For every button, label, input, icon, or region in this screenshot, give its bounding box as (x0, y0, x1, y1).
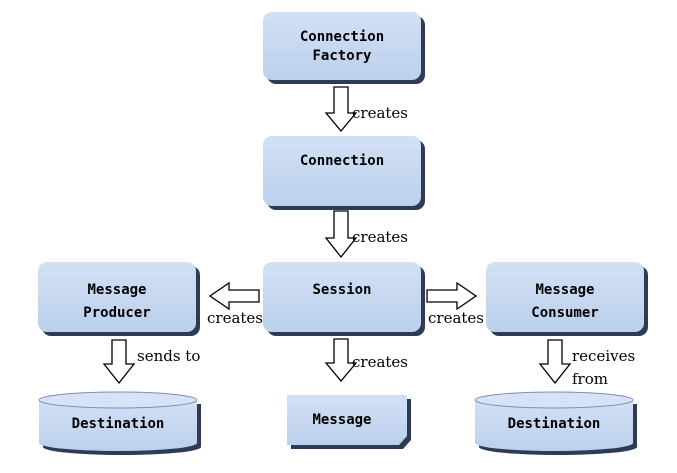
edge-label-session-to-consumer: creates (428, 309, 484, 327)
edge-label-consumer-to-destination-line2: from (572, 370, 608, 388)
edge-label-session-to-message: creates (352, 353, 408, 371)
connection-factory-box: Connection Factory (263, 12, 425, 84)
edge-label-producer-to-destination: sends to (137, 347, 200, 365)
connection-label: Connection (300, 153, 384, 169)
message-producer-box: Message Producer (38, 262, 200, 336)
arrow-session-to-consumer (426, 281, 478, 311)
message-consumer-box: Message Consumer (486, 262, 648, 336)
message-producer-line1: Message (87, 282, 146, 298)
session-label: Session (312, 282, 371, 298)
arrow-consumer-to-destination (538, 339, 572, 385)
destination-right-cylinder: Destination (474, 391, 637, 455)
connection-box: Connection (263, 136, 425, 210)
arrow-factory-to-connection (324, 86, 358, 133)
session-box: Session (263, 262, 425, 336)
destination-left-cylinder: Destination (38, 391, 201, 455)
message-document: Message (287, 395, 411, 449)
destination-left-label: Destination (72, 416, 165, 432)
arrow-session-to-message (324, 338, 358, 383)
connection-factory-line2: Factory (312, 48, 372, 64)
message-consumer-line1: Message (535, 282, 594, 298)
connection-factory-line1: Connection (300, 29, 384, 45)
edge-label-session-to-producer: creates (207, 309, 263, 327)
arrow-connection-to-session (324, 210, 358, 259)
message-producer-line2: Producer (83, 305, 150, 321)
destination-right-label: Destination (508, 416, 601, 432)
edge-label-factory-to-connection: creates (352, 104, 408, 122)
edge-label-connection-to-session: creates (352, 228, 408, 246)
arrow-producer-to-destination (102, 339, 136, 385)
message-consumer-line2: Consumer (531, 305, 598, 321)
edge-label-consumer-to-destination-line1: receives (572, 347, 635, 365)
arrow-session-to-producer (208, 281, 260, 311)
message-label: Message (312, 412, 371, 428)
